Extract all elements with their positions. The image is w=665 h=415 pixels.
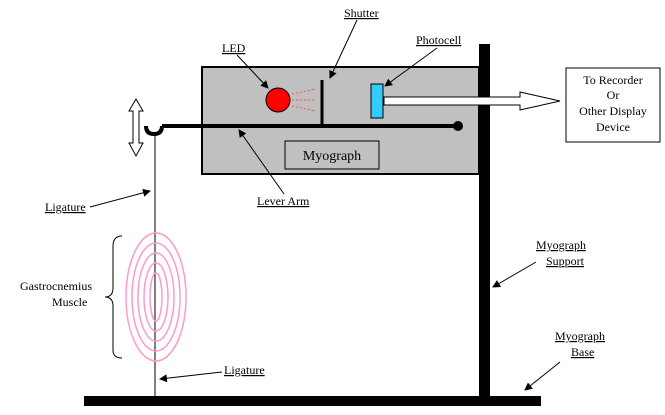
photocell — [370, 83, 384, 119]
ligature-bottom-label: Ligature — [224, 363, 265, 377]
recorder-label-1: To Recorder — [583, 73, 642, 87]
lever-arm-label: Lever Arm — [257, 194, 310, 208]
ligature-bottom-leader-arrow — [159, 371, 223, 383]
support-label-1: Myograph — [536, 238, 586, 252]
muscle-label-1: Gastrocnemius — [20, 279, 92, 293]
shutter-label: Shutter — [344, 6, 379, 20]
led-label: LED — [222, 41, 246, 55]
lever-arm-leader-arrow — [238, 129, 285, 195]
photocell-label: Photocell — [416, 33, 462, 47]
support-label-2: Support — [546, 254, 585, 268]
base-leader-arrow — [524, 361, 561, 391]
output-arrow — [383, 91, 561, 111]
led-rays — [291, 88, 317, 112]
gastrocnemius-muscle — [125, 232, 187, 362]
photocell-leader-arrow — [384, 47, 438, 87]
lever-pivot — [453, 121, 463, 131]
recorder-label-3: Other Display — [579, 104, 647, 118]
myograph-base — [84, 396, 541, 406]
myograph-label: Myograph — [303, 149, 361, 164]
ligature-top-leader-arrow — [89, 188, 151, 208]
recorder-label-2: Or — [607, 88, 620, 102]
ligature-top-label: Ligature — [45, 200, 86, 214]
base-label-1: Myograph — [555, 329, 605, 343]
recorder-label-4: Device — [596, 120, 630, 134]
support-leader-arrow — [492, 261, 537, 288]
base-label-2: Base — [571, 345, 594, 359]
myograph-label-box — [284, 140, 380, 170]
recorder-box — [565, 67, 661, 143]
myograph-support — [479, 44, 490, 398]
movement-arrow — [128, 98, 144, 158]
shutter-leader-arrow — [329, 19, 358, 79]
muscle-brace — [104, 235, 123, 359]
leader-arrows — [89, 19, 561, 391]
lever-hook — [144, 125, 164, 137]
muscle-label-2: Muscle — [52, 295, 87, 309]
led-light — [265, 87, 291, 113]
led-leader-arrow — [236, 54, 269, 89]
